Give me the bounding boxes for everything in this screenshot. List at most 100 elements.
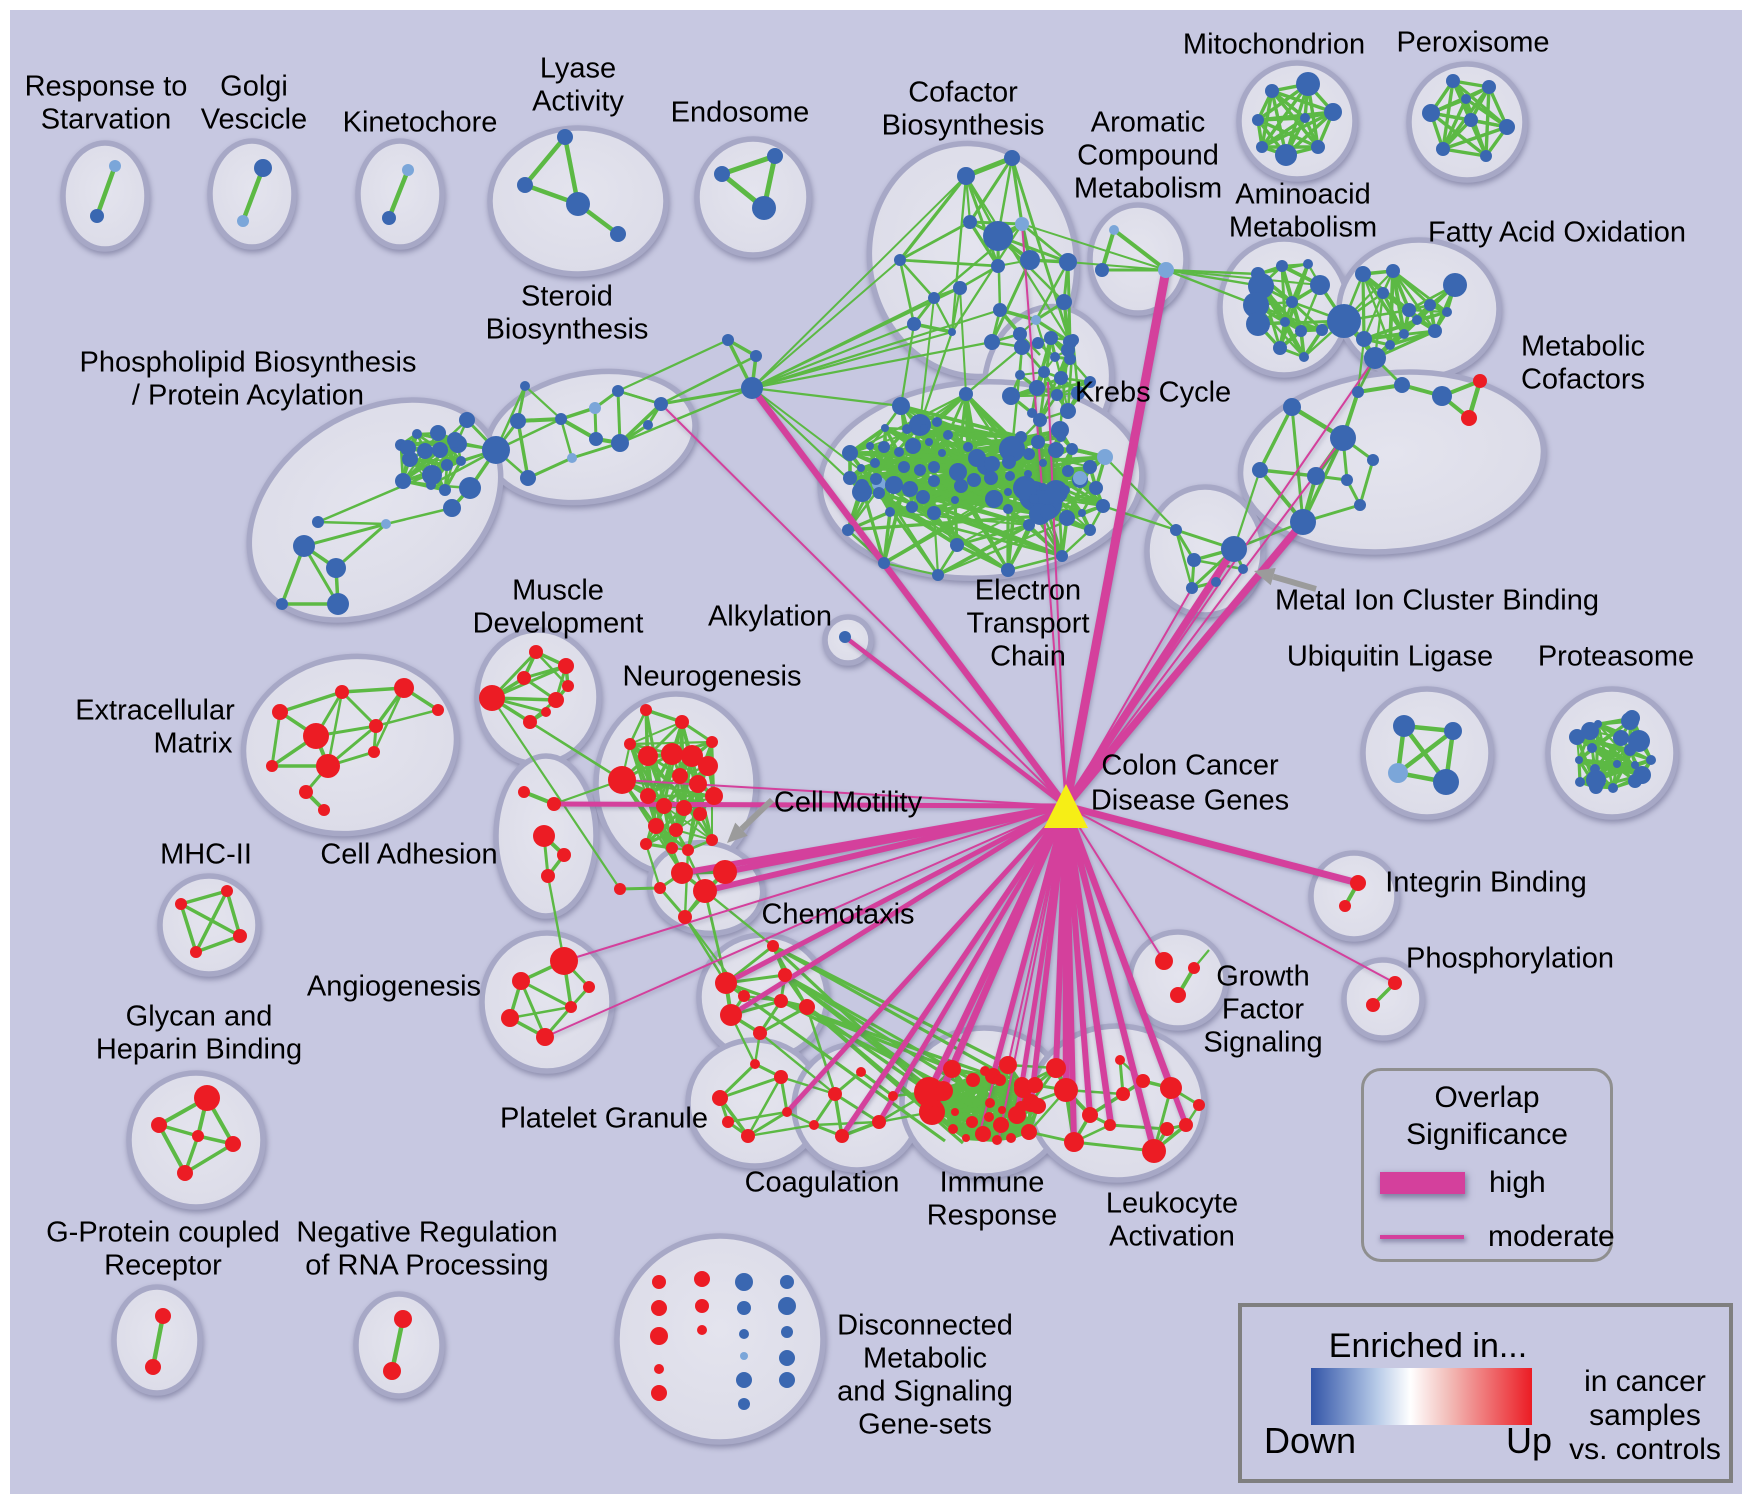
node-glycan-heparin-binding bbox=[192, 1130, 204, 1142]
node-fatty-acid-oxidation bbox=[1399, 329, 1409, 339]
gene-overlap-edge bbox=[956, 543, 1009, 572]
node-steroid-biosynthesis bbox=[567, 453, 577, 463]
node-phospholipid-biosynthesis bbox=[381, 519, 391, 529]
label-metal-ion-cluster-binding: Metal Ion Cluster Binding bbox=[1275, 585, 1599, 617]
node-muscle-development bbox=[479, 685, 505, 711]
node-disconnected-gene-sets bbox=[738, 1398, 750, 1410]
node-glycan-heparin-binding bbox=[225, 1136, 241, 1152]
node-disconnected-gene-sets bbox=[694, 1271, 710, 1287]
node-phospholipid-biosynthesis bbox=[293, 535, 315, 557]
node-angiogenesis bbox=[512, 972, 530, 990]
node-neurogenesis bbox=[640, 704, 652, 716]
node-disconnected-gene-sets bbox=[781, 1326, 793, 1338]
node-proteasome bbox=[1608, 783, 1618, 793]
label-krebs-cycle: Krebs Cycle bbox=[1075, 377, 1231, 409]
inter-cluster-edge bbox=[751, 387, 863, 493]
gene-overlap-edge bbox=[1021, 222, 1069, 264]
node-phospholipid-biosynthesis bbox=[422, 465, 442, 485]
node-phospholipid-biosynthesis bbox=[327, 593, 349, 615]
node-phospholipid-biosynthesis bbox=[432, 442, 448, 458]
disease-overlap-edge-high bbox=[724, 803, 1067, 875]
gene-overlap-edge bbox=[1112, 228, 1168, 272]
node-ubiquitin-ligase bbox=[1444, 722, 1462, 740]
node-leukocyte-activation bbox=[1160, 1122, 1174, 1136]
node-alkylation bbox=[839, 631, 851, 643]
legend-enriched-in: Enriched in... Down Up in cancer samples… bbox=[1238, 1303, 1733, 1483]
node-cofactor-biosynthesis bbox=[953, 281, 967, 295]
node-mitochondrion bbox=[1275, 144, 1297, 166]
node-phospholipid-biosynthesis bbox=[482, 436, 510, 464]
node-disconnected-gene-sets bbox=[650, 1327, 668, 1345]
enrichment-color-gradient bbox=[1311, 1368, 1532, 1425]
gene-overlap-edge bbox=[1442, 147, 1487, 158]
label-mhc-ii: MHC-II bbox=[160, 839, 252, 871]
node-fatty-acid-oxidation bbox=[1356, 331, 1372, 347]
node-electron-transport-chain bbox=[949, 463, 967, 481]
node-aminoacid-metabolism bbox=[1273, 341, 1287, 355]
node-extracellular-matrix bbox=[335, 685, 349, 699]
gene-overlap-edge bbox=[335, 522, 387, 570]
inter-cluster-edge bbox=[660, 386, 753, 406]
node-neurogenesis bbox=[682, 844, 694, 856]
inter-cluster-edge bbox=[704, 890, 774, 947]
node-cofactor-biosynthesis bbox=[948, 328, 956, 336]
node-cofactor-biosynthesis bbox=[963, 215, 977, 229]
node-extracellular-matrix bbox=[394, 678, 414, 698]
node-electron-transport-chain bbox=[1039, 483, 1047, 491]
gene-overlap-edge bbox=[341, 686, 405, 694]
gene-overlap-edge bbox=[883, 473, 1029, 564]
inter-cluster-edge bbox=[644, 843, 662, 889]
label-endosome: Endosome bbox=[671, 97, 810, 129]
node-mhc-ii bbox=[233, 929, 247, 943]
node-electron-transport-chain bbox=[932, 569, 944, 581]
node-chemotaxis bbox=[720, 1004, 742, 1026]
node-electron-transport-chain bbox=[1073, 471, 1087, 485]
node-cell-adhesion bbox=[547, 797, 561, 811]
node-krebs-cycle bbox=[1029, 380, 1045, 396]
node-platelet-granule bbox=[712, 1090, 728, 1106]
node-metabolic-cofactors bbox=[1252, 462, 1268, 478]
node-coagulation bbox=[872, 1115, 886, 1129]
node-electron-transport-chain bbox=[1024, 470, 1032, 478]
gene-overlap-edge bbox=[180, 889, 228, 906]
node-mhc-ii bbox=[221, 885, 233, 897]
gene-overlap-edge bbox=[899, 220, 971, 262]
gene-overlap-edge bbox=[184, 1142, 234, 1175]
node-glycan-heparin-binding bbox=[194, 1085, 220, 1111]
node-aminoacid-metabolism bbox=[1327, 304, 1361, 338]
node-metabolic-cofactors bbox=[1290, 509, 1316, 535]
node-platelet-granule bbox=[750, 1059, 760, 1069]
node-chemotaxis bbox=[767, 940, 779, 952]
node-leukocyte-activation bbox=[1193, 1099, 1205, 1111]
legend-item-high-label: high bbox=[1489, 1166, 1546, 1199]
node-electron-transport-chain bbox=[842, 445, 858, 461]
label-fatty-acid-oxidation: Fatty Acid Oxidation bbox=[1428, 217, 1686, 249]
node-platelet-granule bbox=[722, 1116, 734, 1128]
moderate-significance-swatch bbox=[1380, 1235, 1464, 1239]
gene-overlap-edge bbox=[375, 708, 439, 728]
node-krebs-cycle bbox=[1038, 366, 1050, 378]
node-metabolic-cofactors bbox=[1330, 425, 1356, 451]
inter-cluster-edge bbox=[619, 386, 753, 445]
node-disconnected-gene-sets bbox=[737, 1301, 751, 1315]
node-electron-transport-chain bbox=[1001, 563, 1015, 577]
node-kinetochore bbox=[402, 164, 414, 176]
node-cell-adhesion bbox=[541, 869, 555, 883]
node-krebs-cycle bbox=[1054, 371, 1068, 385]
inter-cluster-edge bbox=[805, 1006, 837, 1095]
label-chemotaxis: Chemotaxis bbox=[761, 899, 914, 931]
node-metal-ion-cluster-binding bbox=[1221, 536, 1247, 562]
gene-overlap-edge bbox=[385, 506, 453, 526]
node-proteasome bbox=[1646, 755, 1656, 765]
gene-overlap-edge bbox=[813, 1120, 880, 1127]
inter-cluster-edge bbox=[683, 849, 690, 918]
node-coagulation bbox=[809, 1120, 819, 1130]
node-phospholipid-biosynthesis bbox=[417, 443, 433, 459]
node-fatty-acid-oxidation bbox=[1377, 287, 1389, 299]
node-metal-ion-cluster-binding bbox=[1187, 553, 1201, 567]
node-metal-ion-cluster-binding bbox=[1238, 564, 1248, 574]
node-electron-transport-chain bbox=[855, 479, 869, 493]
